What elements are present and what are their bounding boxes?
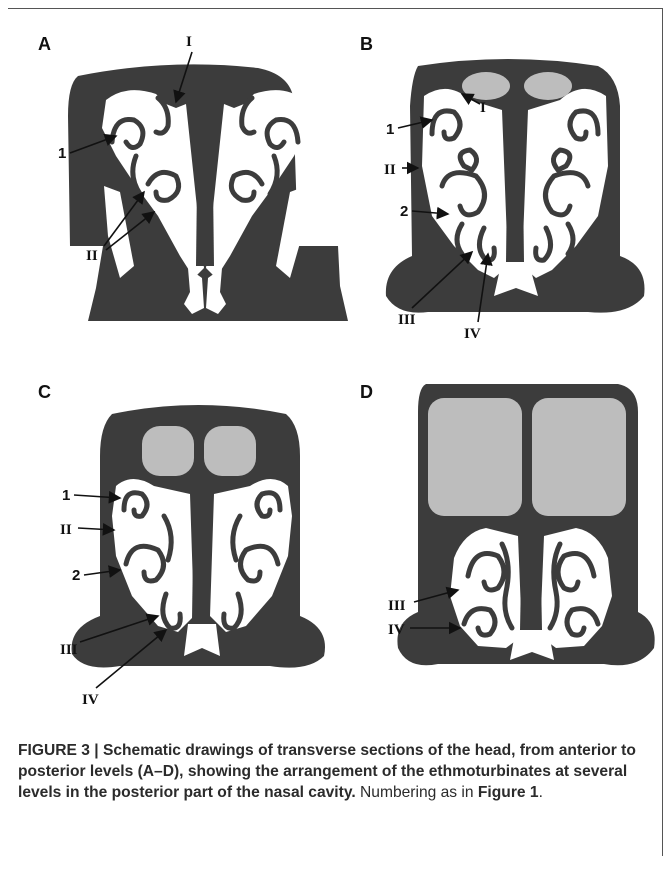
panel-b-sinus-right: [524, 72, 572, 100]
panel-a-septum: [196, 102, 214, 266]
panel-d: D III IV: [360, 382, 655, 665]
panel-d-septum: [520, 528, 542, 630]
figure-panels: A I 1 II B: [8, 16, 663, 716]
panel-b-label-2: 2: [400, 203, 408, 220]
panel-c-sinus-right: [204, 426, 256, 476]
panel-d-label-iii: III: [388, 598, 406, 614]
panel-c-septum: [192, 486, 210, 620]
caption-note-suffix: .: [539, 784, 543, 801]
panel-c-label-iii: III: [60, 642, 78, 658]
panel-b: B I 1 II 2 III IV: [360, 34, 645, 342]
panel-c-label-ii: II: [60, 522, 72, 538]
panel-d-sinus-right: [532, 398, 626, 516]
panel-b-letter: B: [360, 34, 373, 54]
figure-caption: FIGURE 3 | Schematic drawings of transve…: [18, 740, 648, 803]
panel-d-label-iv: IV: [388, 622, 405, 638]
panel-a-letter: A: [38, 34, 51, 54]
panel-b-septum: [506, 102, 524, 262]
panel-c-label-iv: IV: [82, 692, 99, 708]
panel-b-label-iv: IV: [464, 326, 481, 342]
panel-c-sinus-left: [142, 426, 194, 476]
panel-c-label-2: 2: [72, 567, 80, 584]
panel-d-sinus-left: [428, 398, 522, 516]
panel-a-label-1: 1: [58, 145, 66, 162]
panel-b-label-1: 1: [386, 121, 394, 138]
panel-c-label-1: 1: [62, 487, 70, 504]
caption-note-prefix: Numbering as in: [356, 784, 478, 801]
panel-b-label-iii: III: [398, 312, 416, 328]
figure-svg: A I 1 II B: [8, 16, 663, 716]
caption-title: FIGURE 3 | Schematic drawings of transve…: [18, 742, 636, 801]
caption-figure-ref[interactable]: Figure 1: [478, 784, 539, 801]
panel-c: C 1 II 2 III IV: [38, 382, 325, 708]
panel-b-sinus-left: [462, 72, 510, 100]
panel-a: A I 1 II: [38, 34, 348, 321]
panel-a-label-i: I: [186, 34, 192, 50]
panel-b-label-i: I: [480, 100, 486, 116]
panel-c-letter: C: [38, 382, 51, 402]
panel-b-label-ii: II: [384, 162, 396, 178]
panel-d-letter: D: [360, 382, 373, 402]
panel-a-label-ii: II: [86, 248, 98, 264]
